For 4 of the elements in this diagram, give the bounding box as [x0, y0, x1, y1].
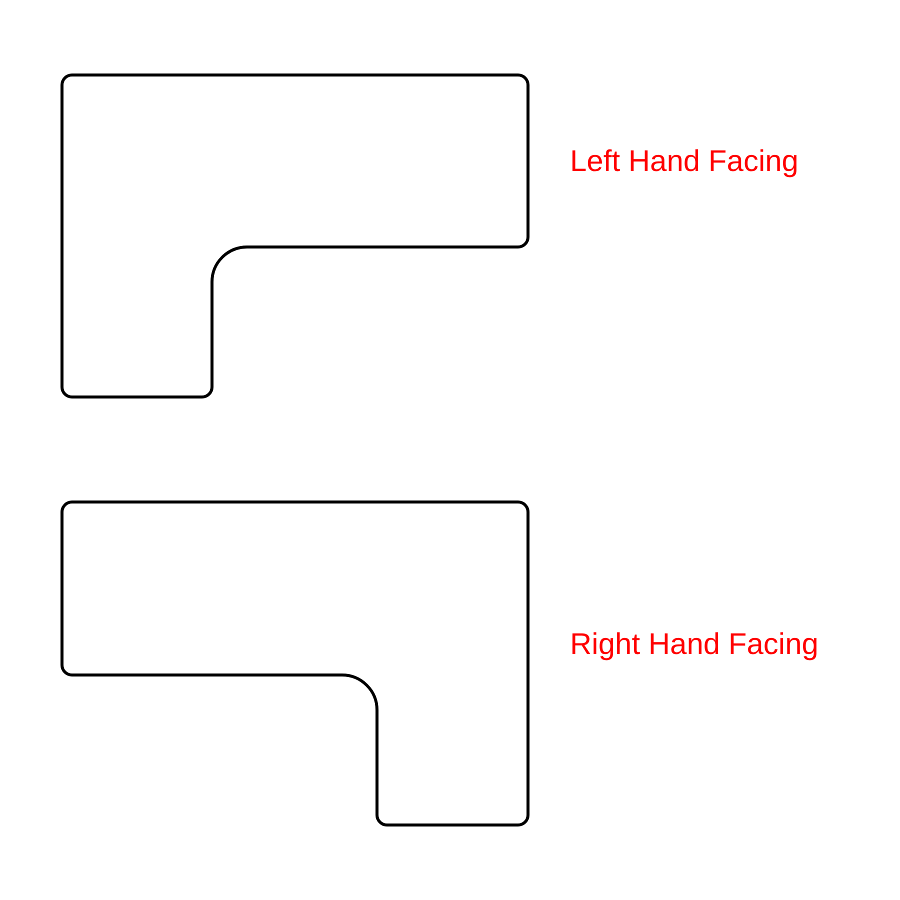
orientation-label: Right Hand Facing	[570, 630, 818, 660]
orientation-label: Left Hand Facing	[570, 147, 798, 177]
l-shaped-desk-outline	[60, 500, 530, 827]
l-shaped-desk-outline	[60, 73, 530, 399]
